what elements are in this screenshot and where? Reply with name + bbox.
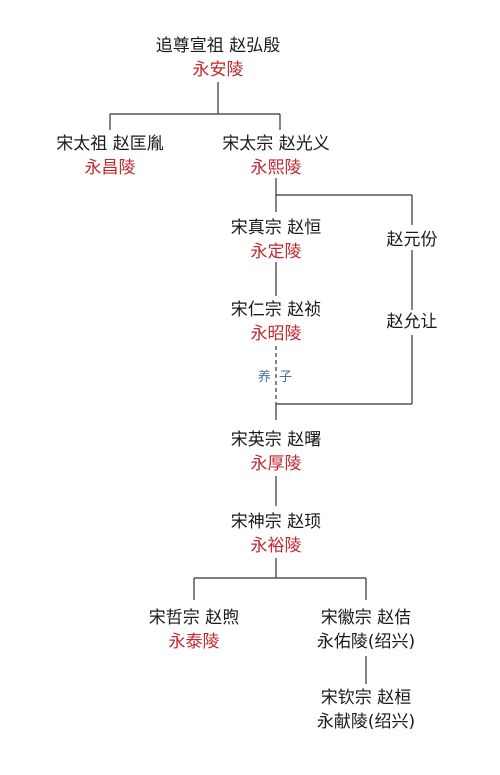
person-name: 追尊宣祖 赵弘殷 (155, 36, 281, 56)
person-name: 赵允让 (386, 312, 438, 332)
person-name: 宋徽宗 赵佶 (320, 608, 412, 628)
tomb-name: 永熙陵 (250, 158, 302, 178)
tomb-name: 永佑陵(绍兴) (316, 632, 416, 652)
tomb-name: 永裕陵 (250, 536, 302, 556)
tomb-name: 永昭陵 (250, 324, 302, 344)
tomb-name: 永安陵 (192, 60, 244, 80)
person-name: 赵元份 (386, 230, 438, 250)
node-zhenzong: 宋真宗 赵恒 永定陵 (231, 216, 321, 264)
node-qinzong: 宋钦宗 赵桓 永献陵(绍兴) (317, 686, 415, 734)
node-yingzong: 宋英宗 赵曙 永厚陵 (231, 428, 321, 476)
person-name: 宋太祖 赵匡胤 (56, 134, 164, 154)
node-zhezong: 宋哲宗 赵煦 永泰陵 (149, 606, 239, 654)
tomb-name: 永定陵 (250, 242, 302, 262)
tomb-name: 永厚陵 (250, 454, 302, 474)
node-zhao-hongyin: 追尊宣祖 赵弘殷 永安陵 (156, 34, 280, 82)
tomb-name: 永泰陵 (168, 632, 220, 652)
person-name: 宋钦宗 赵桓 (320, 688, 412, 708)
node-shenzong: 宋神宗 赵顼 永裕陵 (231, 510, 321, 558)
tomb-name: 永献陵(绍兴) (316, 712, 416, 732)
node-taizong: 宋太宗 赵光义 永熙陵 (222, 132, 329, 180)
person-name: 宋仁宗 赵祯 (230, 300, 322, 320)
person-name: 宋哲宗 赵煦 (148, 608, 240, 628)
tomb-name: 永昌陵 (84, 158, 136, 178)
node-huizong: 宋徽宗 赵佶 永佑陵(绍兴) (317, 606, 415, 654)
node-zhao-yunrang: 赵允让 (387, 310, 438, 334)
node-taizu: 宋太祖 赵匡胤 永昌陵 (56, 132, 163, 180)
person-name: 宋真宗 赵恒 (230, 218, 322, 238)
person-name: 宋神宗 赵顼 (230, 512, 322, 532)
person-name: 宋英宗 赵曙 (230, 430, 322, 450)
node-renzong: 宋仁宗 赵祯 永昭陵 (231, 298, 321, 346)
adoption-label: 养 子 (257, 370, 295, 385)
person-name: 宋太宗 赵光义 (222, 134, 330, 154)
node-zhao-yuanfen: 赵元份 (387, 228, 438, 252)
